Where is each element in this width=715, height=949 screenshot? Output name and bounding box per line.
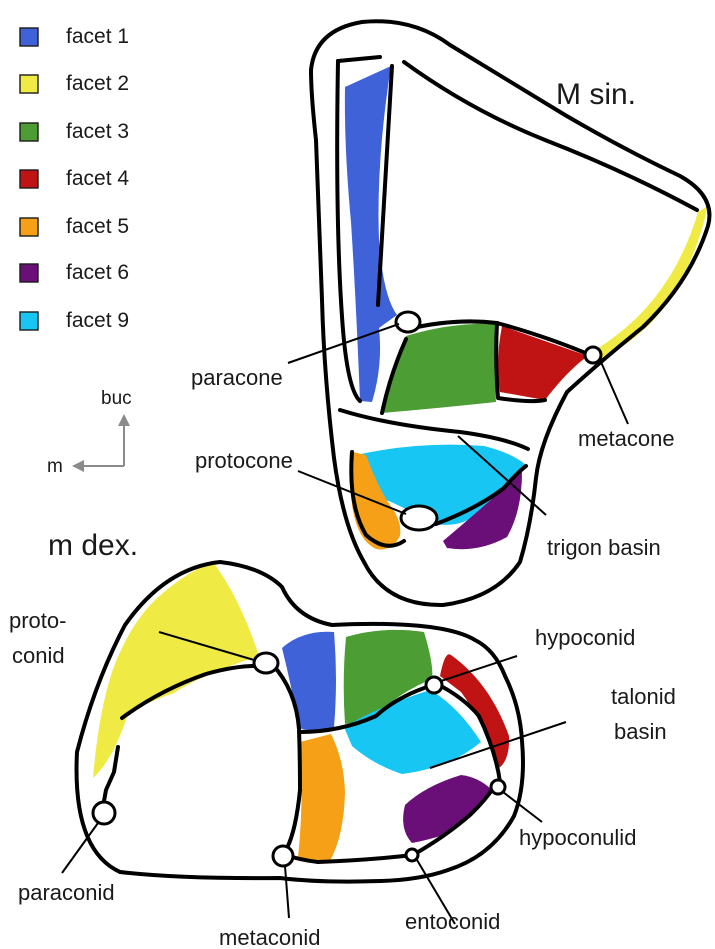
upper-tooth-title: M sin. <box>556 78 636 111</box>
metaconid-leader <box>285 866 289 918</box>
protoconid-cusp <box>254 653 278 673</box>
buccal-arrowhead <box>118 414 130 426</box>
legend-item-facet-4: facet 4 <box>20 167 129 190</box>
upper-molar: M sin. paracone metacone protocone trigo… <box>191 21 709 605</box>
metacone-cusp <box>585 347 601 363</box>
lower-tooth-title: m dex. <box>48 529 138 562</box>
facet-6-swatch <box>20 264 38 282</box>
facet-2-swatch <box>20 75 38 93</box>
orientation-indicator: buc m <box>47 388 132 477</box>
metaconid-cusp <box>273 846 293 866</box>
paraconid-label: paraconid <box>18 880 115 905</box>
metacone-leader <box>601 362 628 424</box>
legend-label-facet-1: facet 1 <box>66 25 129 48</box>
upper-postparacrista <box>404 62 697 210</box>
upper-preprotocrista <box>340 410 528 449</box>
legend-item-facet-1: facet 1 <box>20 25 129 48</box>
facet-9-swatch <box>20 312 38 330</box>
protoconid-label-line-1: proto- <box>9 608 66 633</box>
legend-item-facet-6: facet 6 <box>20 261 129 284</box>
facet-1-swatch <box>20 28 38 46</box>
entoconid-cusp <box>406 849 418 861</box>
legend-item-facet-2: facet 2 <box>20 72 129 95</box>
lower-metacristid <box>287 790 300 848</box>
metaconid-label: metaconid <box>219 925 321 949</box>
talonid-basin-label-line-1: talonid <box>611 684 676 709</box>
legend-label-facet-5: facet 5 <box>66 215 129 238</box>
talonid-basin-label-line-2: basin <box>614 719 667 744</box>
trigon-basin-label: trigon basin <box>547 535 661 560</box>
lower-facet-1 <box>282 632 336 730</box>
legend-label-facet-3: facet 3 <box>66 120 129 143</box>
entoconid-label: entoconid <box>405 909 500 934</box>
facet-4-swatch <box>20 170 38 188</box>
legend-label-facet-6: facet 6 <box>66 261 129 284</box>
hypoconid-cusp <box>426 677 442 693</box>
hypoconulid-leader <box>503 792 542 822</box>
buc-label: buc <box>101 388 132 409</box>
upper-preparacrista <box>338 57 380 61</box>
m-label: m <box>47 456 63 477</box>
legend-item-facet-9: facet 9 <box>20 309 129 332</box>
paracone-cusp <box>396 312 420 332</box>
hypoconulid-cusp <box>491 780 505 794</box>
legend-label-facet-4: facet 4 <box>66 167 129 190</box>
hypoconid-label: hypoconid <box>535 625 635 650</box>
lower-molar: m dex. proto- conid hypoconid talonid ba… <box>9 529 676 949</box>
legend-label-facet-2: facet 2 <box>66 72 129 95</box>
protoconid-label-line-2: conid <box>12 643 65 668</box>
legend: facet 1 facet 2 facet 3 facet 4 facet 5 … <box>20 25 129 332</box>
paracone-label: paracone <box>191 365 283 390</box>
protocone-label: protocone <box>195 448 293 473</box>
hypoconulid-label: hypoconulid <box>519 825 636 850</box>
facet-5-swatch <box>20 218 38 236</box>
legend-item-facet-5: facet 5 <box>20 215 129 238</box>
paraconid-cusp <box>93 802 115 824</box>
lower-facet-5 <box>298 734 345 861</box>
mesial-arrowhead <box>72 460 84 472</box>
facet-3-swatch <box>20 123 38 141</box>
upper-facet-2 <box>597 206 708 360</box>
legend-item-facet-3: facet 3 <box>20 120 129 143</box>
upper-facet-3 <box>382 324 496 413</box>
metacone-label: metacone <box>578 426 675 451</box>
protocone-cusp <box>401 506 437 530</box>
legend-label-facet-9: facet 9 <box>66 309 129 332</box>
